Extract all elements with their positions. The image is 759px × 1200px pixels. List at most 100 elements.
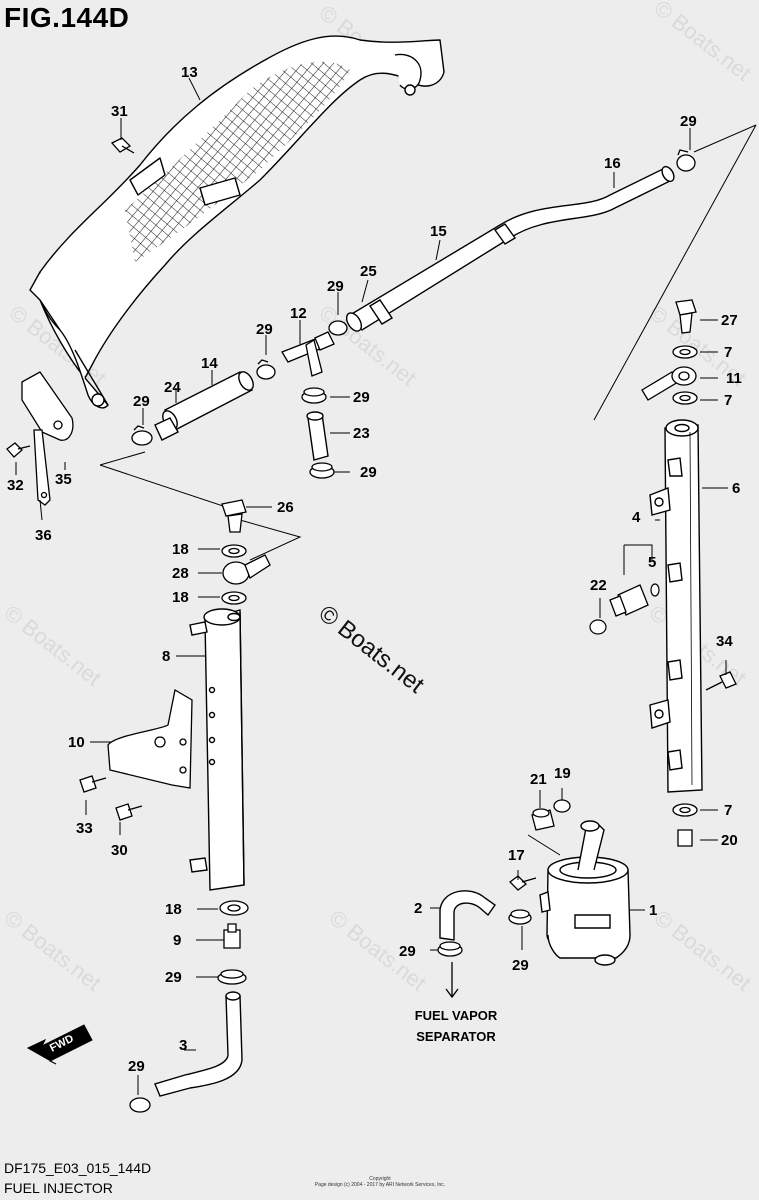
section-name: FUEL INJECTOR: [4, 1180, 113, 1196]
washer-part-7-b: [672, 391, 698, 405]
callout-9: 9: [173, 932, 181, 949]
washer-part-18-a: [221, 544, 247, 558]
joint-part-12: [281, 331, 335, 377]
washer-part-18-c: [219, 900, 249, 916]
oring-part-5: [650, 583, 660, 597]
callout-25: 25: [360, 263, 377, 280]
clip-part-36: [33, 429, 51, 506]
bolt-part-31: [110, 137, 135, 154]
fuel-vapor-label-line1: FUEL VAPOR: [415, 1008, 498, 1023]
callout-30: 30: [111, 842, 128, 859]
bolt-part-32: [6, 442, 31, 458]
callout-19: 19: [554, 765, 571, 782]
washer-part-7-a: [672, 345, 698, 359]
bolt-part-26: [221, 499, 247, 533]
banjo-part-11: [641, 366, 697, 401]
hose-part-23: [306, 411, 329, 461]
callout-12: 12: [290, 305, 307, 322]
callout-26: 26: [277, 499, 294, 516]
callout-14: 14: [201, 355, 218, 372]
bolt-part-27: [675, 299, 697, 334]
callout-29-i: 29: [165, 969, 182, 986]
clamp-29-h: [129, 1097, 151, 1113]
callout-22: 22: [590, 577, 607, 594]
cover-part-13: [29, 35, 445, 409]
fitting-part-9: [223, 923, 241, 949]
leader-lines: [99, 124, 757, 561]
callout-18-a: 18: [172, 541, 189, 558]
callout-29-j: 29: [128, 1058, 145, 1075]
callout-7-c: 7: [724, 802, 732, 819]
callouts: 13 31 14 24 29 29 12 29 25 15 16 29 27 7…: [7, 64, 742, 1075]
hose-part-2: [439, 890, 496, 941]
callout-4: 4: [632, 509, 641, 526]
callout-29-a: 29: [133, 393, 150, 410]
bracket-part-35: [21, 371, 74, 441]
clamp-29-i: [437, 941, 463, 957]
clamp-29-g: [217, 969, 247, 985]
callout-32: 32: [7, 477, 24, 494]
callout-29-g: 29: [399, 943, 416, 960]
page-title: FIG.144D: [4, 2, 130, 33]
bolt-part-34: [705, 671, 737, 691]
copyright-line-2: Page design (c) 2004 - 2017 by ARI Netwo…: [314, 1182, 446, 1188]
callout-21: 21: [530, 771, 547, 788]
callout-31: 31: [111, 103, 128, 120]
callout-3: 3: [179, 1037, 187, 1054]
washer-part-18-b: [221, 591, 247, 605]
clamp-29-b: [256, 359, 276, 380]
down-arrow-icon: [445, 962, 459, 999]
hose-part-14: [154, 371, 254, 441]
callout-29-c: 29: [327, 278, 344, 295]
callout-29-e: 29: [353, 389, 370, 406]
leader-21: [527, 834, 561, 856]
callout-27: 27: [721, 312, 738, 329]
callout-11: 11: [726, 370, 742, 387]
bolt-part-17: [509, 875, 537, 891]
clamp-29-f: [309, 462, 335, 479]
callout-7-b: 7: [724, 392, 732, 409]
model-code: DF175_E03_015_144D: [4, 1160, 152, 1176]
hose-part-3: [154, 991, 243, 1097]
callout-6: 6: [732, 480, 740, 497]
callout-1: 1: [649, 902, 657, 919]
clamp-29-c: [328, 320, 348, 336]
callout-34: 34: [716, 633, 733, 650]
bracket-part-10: [107, 688, 193, 789]
grommet-part-21: [531, 808, 555, 831]
banjo-part-28: [222, 554, 271, 585]
callout-33: 33: [76, 820, 93, 837]
fuel-vapor-label-line2: SEPARATOR: [416, 1029, 496, 1044]
hose-part-15-16: [345, 165, 675, 332]
fuel-rail-part-8: [189, 608, 245, 891]
callout-23: 23: [353, 425, 370, 442]
clamp-29-j: [508, 909, 532, 925]
callout-28: 28: [172, 565, 189, 582]
callout-29-b: 29: [256, 321, 273, 338]
plug-part-20: [677, 829, 693, 847]
callout-17: 17: [508, 847, 525, 864]
callout-29-d: 29: [680, 113, 697, 130]
callout-15: 15: [430, 223, 447, 240]
bolt-part-30: [115, 803, 143, 821]
callout-18-c: 18: [165, 901, 182, 918]
callout-leaders: [15, 77, 728, 1095]
callout-35: 35: [55, 471, 72, 488]
callout-20: 20: [721, 832, 738, 849]
fwd-arrow-icon: FWD: [26, 1024, 93, 1065]
leader-4: [623, 544, 653, 575]
bolt-part-33: [79, 775, 107, 793]
callout-24: 24: [164, 379, 181, 396]
callout-5: 5: [648, 554, 656, 571]
clamp-29-e: [301, 387, 327, 404]
fuel-rail-part-6: [649, 419, 703, 793]
clamp-29-d: [676, 149, 696, 172]
vapor-separator-part-1: [539, 820, 631, 966]
clamp-29-a: [131, 425, 153, 446]
callout-18-b: 18: [172, 589, 189, 606]
callout-10: 10: [68, 734, 85, 751]
copyright-line-1: Copyright: [369, 1176, 391, 1182]
callout-8: 8: [162, 648, 170, 665]
callout-29-f: 29: [360, 464, 377, 481]
